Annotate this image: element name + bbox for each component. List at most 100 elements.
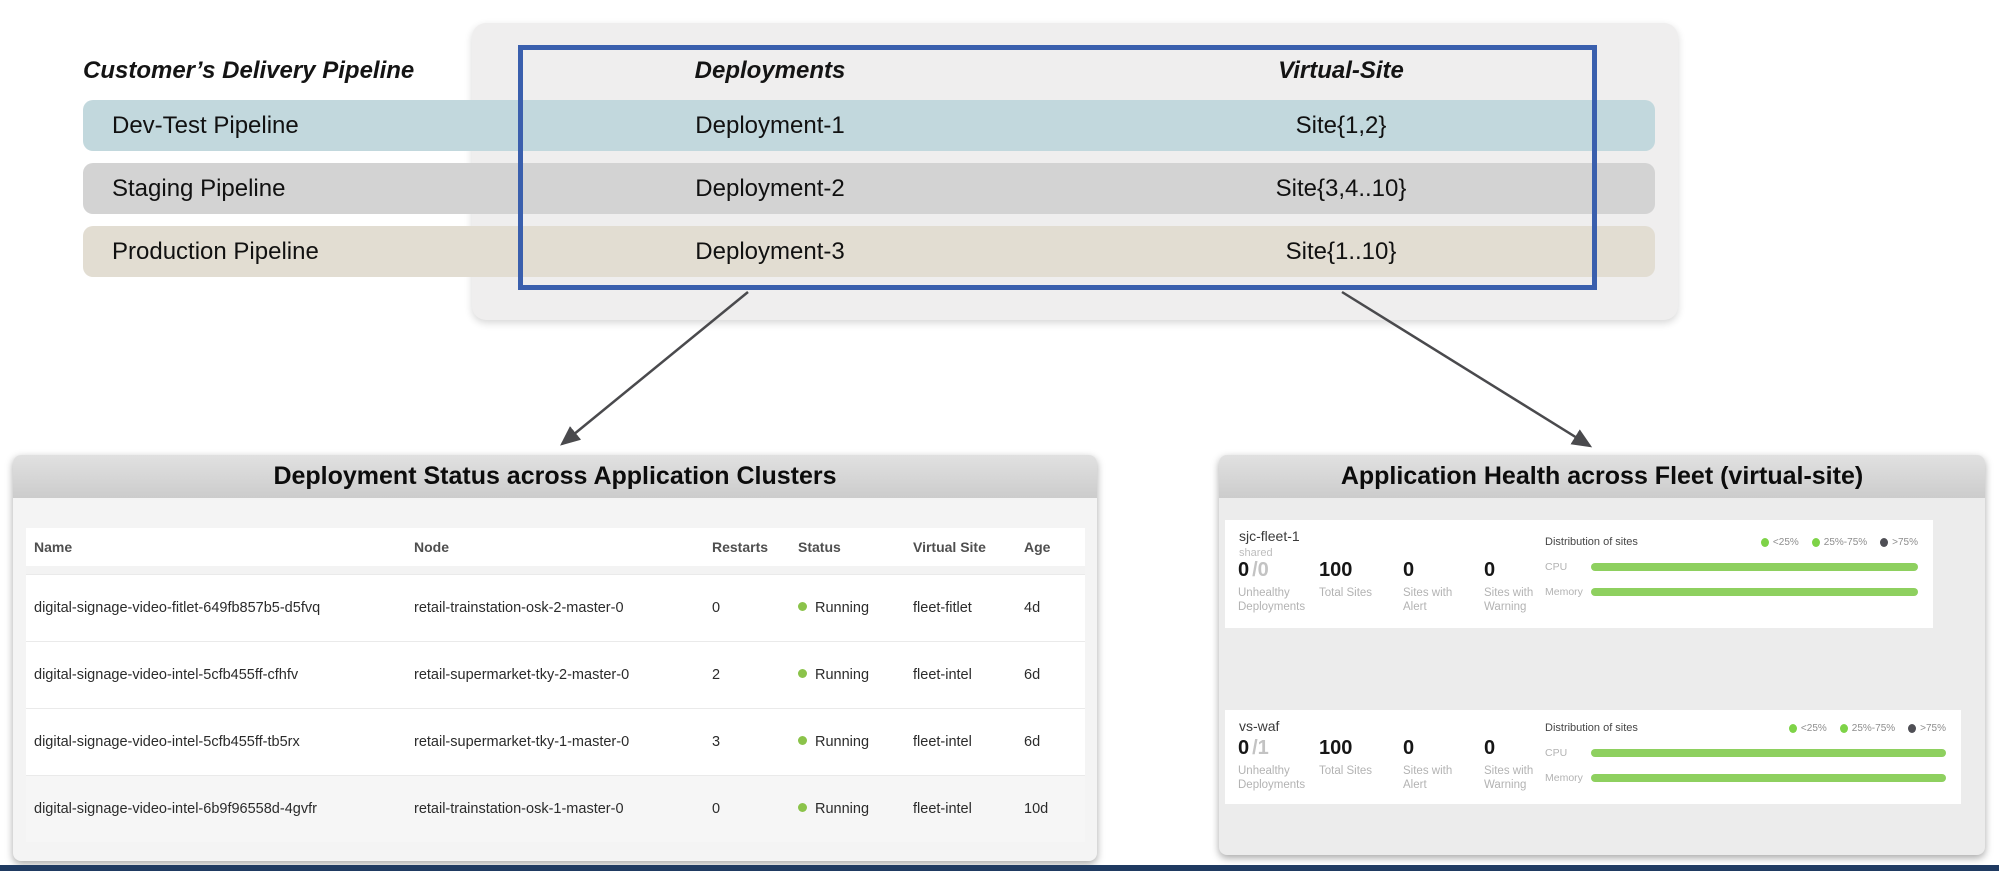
- pipeline-deployment: Deployment-2: [695, 174, 845, 202]
- fleet-name: sjc-fleet-1: [1239, 528, 1300, 544]
- running-status-icon: [798, 736, 807, 745]
- running-status-icon: [798, 803, 807, 812]
- fleet-subtitle: shared: [1239, 547, 1273, 559]
- cell-status: Running: [798, 600, 869, 616]
- bar-label: CPU: [1545, 747, 1568, 759]
- legend-label: 25%-75%: [1823, 536, 1868, 548]
- cpu-distribution-bar: CPU: [1545, 747, 1946, 759]
- cell-virtual-site: fleet-intel: [913, 734, 972, 750]
- stat-value: 0: [1403, 737, 1415, 759]
- cell-restarts: 0: [712, 600, 721, 616]
- stat-label: Unhealthy Deployments: [1238, 587, 1306, 614]
- fleet-stats: 0/1 Unhealthy Deployments 100 Total Site…: [1238, 737, 1562, 793]
- column-header-status: Status: [798, 539, 841, 555]
- table-row: digital-signage-video-fitlet-649fb857b5-…: [26, 574, 1085, 641]
- column-header-node: Node: [414, 539, 449, 555]
- cell-name: digital-signage-video-intel-5cfb455ff-tb…: [34, 734, 300, 750]
- distribution-legend: <25% 25%-75% >75%: [1788, 722, 1946, 734]
- cell-node: retail-supermarket-tky-1-master-0: [414, 734, 630, 750]
- pipeline-site: Site{3,4..10}: [1275, 174, 1407, 202]
- legend-label: <25%: [1800, 722, 1827, 734]
- cell-name: digital-signage-video-intel-6b9f96558d-4…: [34, 801, 317, 817]
- stat-total-sites: 100 Total Sites: [1319, 737, 1403, 793]
- stat-sites-with-alert: 0 Sites with Alert: [1403, 737, 1484, 793]
- bottom-rule: [0, 865, 1999, 871]
- cell-status: Running: [798, 734, 869, 750]
- stat-total-sites: 100 Total Sites: [1319, 559, 1403, 615]
- stat-label: Sites with Warning: [1484, 765, 1534, 792]
- deployment-status-title: Deployment Status across Application Clu…: [13, 455, 1097, 498]
- cell-name: digital-signage-video-fitlet-649fb857b5-…: [34, 600, 321, 616]
- pipeline-name: Staging Pipeline: [112, 174, 286, 202]
- cell-restarts: 2: [712, 667, 721, 683]
- bar-fill: [1591, 774, 1946, 782]
- cell-restarts: 3: [712, 734, 721, 750]
- distribution-of-sites: Distribution of sites <25% 25%-75% >75% …: [1545, 722, 1946, 784]
- distribution-title: Distribution of sites: [1545, 536, 1638, 548]
- stat-label: Sites with Alert: [1403, 587, 1453, 614]
- pipeline-site: Site{1..10}: [1285, 237, 1397, 265]
- distribution-title: Distribution of sites: [1545, 722, 1638, 734]
- distribution-of-sites: Distribution of sites <25% 25%-75% >75% …: [1545, 536, 1918, 598]
- deployment-status-table: Name Node Restarts Status Virtual Site A…: [26, 528, 1085, 842]
- cell-age: 6d: [1024, 734, 1041, 750]
- stat-unhealthy-deployments: 0/1 Unhealthy Deployments: [1238, 737, 1319, 793]
- pipeline-deployment: Deployment-3: [695, 237, 845, 265]
- stat-label: Unhealthy Deployments: [1238, 765, 1306, 792]
- memory-distribution-bar: Memory: [1545, 586, 1918, 598]
- deployment-status-panel: Deployment Status across Application Clu…: [13, 455, 1097, 861]
- pipeline-row-staging: Staging Pipeline Deployment-2 Site{3,4..…: [83, 163, 1655, 214]
- pipeline-site: Site{1,2}: [1295, 111, 1387, 139]
- stat-value-suffix: /0: [1252, 559, 1269, 581]
- cell-age: 6d: [1024, 667, 1041, 683]
- cell-status: Running: [798, 801, 869, 817]
- cell-virtual-site: fleet-fitlet: [913, 600, 972, 616]
- stat-label: Sites with Alert: [1403, 765, 1453, 792]
- stat-value: 100: [1319, 737, 1353, 759]
- stat-unhealthy-deployments: 0/0 Unhealthy Deployments: [1238, 559, 1319, 615]
- application-health-title: Application Health across Fleet (virtual…: [1219, 455, 1985, 498]
- legend-dot-lt25-icon: [1788, 723, 1797, 733]
- legend-dot-gt75-icon: [1880, 537, 1889, 547]
- fleet-name: vs-waf: [1239, 718, 1280, 734]
- stat-value: 0: [1403, 559, 1415, 581]
- stat-sites-with-alert: 0 Sites with Alert: [1403, 559, 1484, 615]
- pipeline-name: Production Pipeline: [112, 237, 319, 265]
- pipeline-row-production: Production Pipeline Deployment-3 Site{1.…: [83, 226, 1655, 277]
- column-header-name: Name: [34, 539, 73, 555]
- column-header-restarts: Restarts: [712, 539, 769, 555]
- fleet-card-vs-waf: vs-waf 0/1 Unhealthy Deployments 100 Tot…: [1225, 710, 1961, 804]
- cell-name: digital-signage-video-intel-5cfb455ff-cf…: [34, 667, 299, 683]
- stat-value-suffix: /1: [1252, 737, 1269, 759]
- stat-sites-with-warning: 0 Sites with Warning: [1484, 559, 1562, 615]
- cell-restarts: 0: [712, 801, 721, 817]
- cell-node: retail-trainstation-osk-1-master-0: [414, 801, 624, 817]
- legend-dot-lt25-icon: [1760, 537, 1769, 547]
- status-text: Running: [815, 600, 870, 616]
- stat-value: 100: [1319, 559, 1353, 581]
- stat-label: Sites with Warning: [1484, 587, 1534, 614]
- status-text: Running: [815, 667, 870, 683]
- stat-value: 0: [1238, 559, 1250, 581]
- cell-node: retail-supermarket-tky-2-master-0: [414, 667, 630, 683]
- column-header-age: Age: [1024, 539, 1051, 555]
- status-text: Running: [815, 801, 870, 817]
- cell-virtual-site: fleet-intel: [913, 667, 972, 683]
- table-row: digital-signage-video-intel-5cfb455ff-cf…: [26, 641, 1085, 708]
- legend-dot-gt75-icon: [1908, 723, 1917, 733]
- highlight-rectangle: [518, 45, 1597, 290]
- cell-age: 10d: [1024, 801, 1049, 817]
- bar-label: Memory: [1545, 772, 1583, 784]
- pipeline-row-dev-test: Dev-Test Pipeline Deployment-1 Site{1,2}: [83, 100, 1655, 151]
- cell-status: Running: [798, 667, 869, 683]
- cell-age: 4d: [1024, 600, 1041, 616]
- pipeline-name: Dev-Test Pipeline: [112, 111, 299, 139]
- pipeline-title: Customer’s Delivery Pipeline: [83, 57, 415, 84]
- stat-sites-with-warning: 0 Sites with Warning: [1484, 737, 1562, 793]
- distribution-legend: <25% 25%-75% >75%: [1760, 536, 1918, 548]
- stat-value: 0: [1484, 737, 1496, 759]
- table-header-row: Name Node Restarts Status Virtual Site A…: [26, 528, 1085, 574]
- application-health-panel: Application Health across Fleet (virtual…: [1219, 455, 1985, 855]
- memory-distribution-bar: Memory: [1545, 772, 1946, 784]
